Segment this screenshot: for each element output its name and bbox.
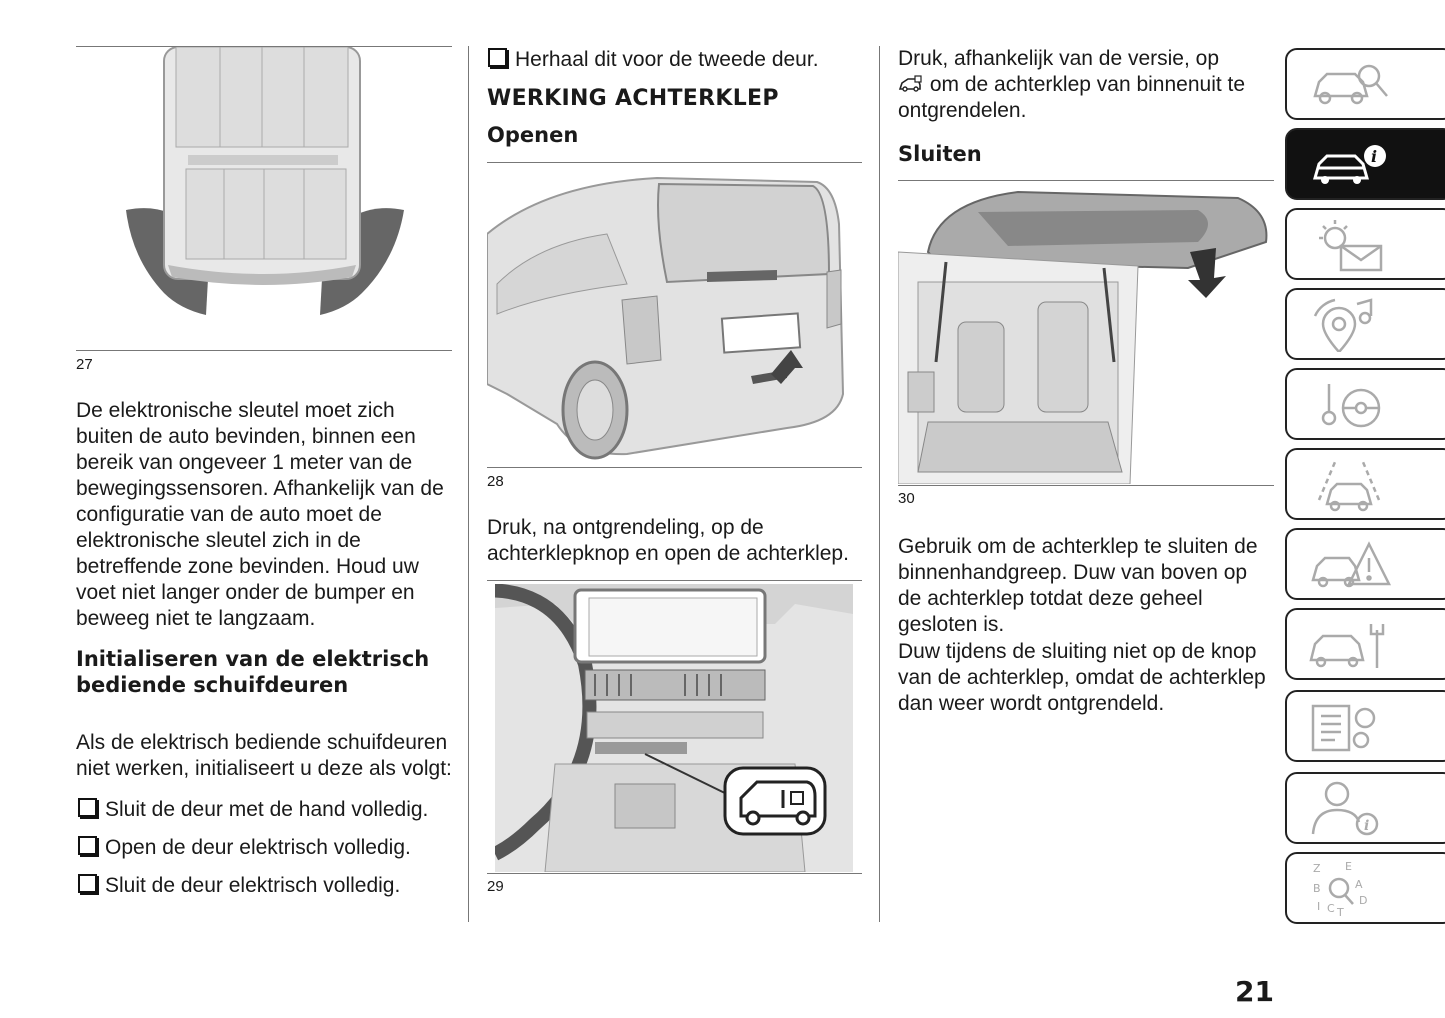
svg-text:T: T [1336, 906, 1344, 919]
svg-text:B: B [1313, 882, 1321, 895]
multimedia-navigation-icon [1313, 298, 1373, 352]
svg-text:C: C [1327, 902, 1335, 915]
tab-driver-assistance[interactable] [1285, 448, 1445, 520]
figure-29-dashboard-button [495, 584, 853, 872]
paragraph-sensor-range: De elektronische sleutel moet zich buite… [76, 399, 444, 630]
figure-rule [487, 580, 862, 581]
column-divider [468, 46, 469, 922]
step-item: Herhaal dit voor de tweede deur. [488, 47, 819, 73]
paragraph-warning-button: Duw tijdens de sluiting niet op de knop … [898, 640, 1266, 715]
step-item: Open de deur elektrisch volledig. [78, 835, 411, 861]
figure-number: 27 [76, 356, 93, 373]
tab-car-info[interactable]: i [1285, 128, 1445, 200]
figure-number: 30 [898, 490, 915, 507]
interior-release-icon [898, 74, 924, 92]
figure-27-van-top-view [120, 47, 410, 319]
figure-rule [898, 485, 1274, 486]
car-search-icon [1313, 64, 1388, 105]
user-info-icon: i [1311, 781, 1379, 836]
figure-30-open-tailgate-interior [898, 182, 1274, 484]
svg-text:E: E [1345, 860, 1352, 873]
column-divider [879, 46, 880, 922]
tab-maintenance[interactable] [1285, 608, 1445, 680]
tab-technical-data[interactable] [1285, 690, 1445, 762]
driving-steering-icon [1321, 384, 1381, 428]
subheading-opening: Openen [487, 123, 579, 147]
tab-user-info[interactable]: i [1285, 772, 1445, 844]
tab-driving[interactable] [1285, 368, 1445, 440]
heading-tailgate-operation: WERKING ACHTERKLEP [487, 86, 779, 111]
subheading-closing: Sluiten [898, 142, 982, 166]
svg-text:Z: Z [1313, 862, 1321, 875]
paragraph-intro: Als de elektrisch bediende schuifdeuren … [76, 731, 452, 780]
figure-number: 28 [487, 473, 504, 490]
car-info-icon: i [1313, 145, 1386, 184]
tab-emergency[interactable] [1285, 528, 1445, 600]
page-number: 21 [1235, 975, 1274, 1008]
light-message-icon [1319, 220, 1383, 272]
tab-multimedia-navigation[interactable] [1285, 288, 1445, 360]
svg-text:i: i [1371, 147, 1377, 166]
checkbox-bullet-icon [78, 874, 97, 893]
heading-initialize-sliding-doors: Initialiseren van de elektrisch bediende… [76, 647, 430, 697]
paragraph-close-tailgate: Gebruik om de achterklep te sluiten de b… [898, 535, 1258, 636]
technical-data-icon [1311, 704, 1376, 752]
paragraph-unlock-inside: Druk, afhankelijk van de versie, op om d… [898, 47, 1246, 122]
figure-28-van-rear-view [487, 164, 862, 466]
figure-rule [487, 467, 862, 468]
checkbox-bullet-icon [488, 48, 507, 67]
car-lane-icon [1317, 461, 1381, 512]
checkbox-bullet-icon [78, 836, 97, 855]
svg-text:A: A [1355, 878, 1363, 891]
step-item: Sluit de deur met de hand volledig. [78, 797, 428, 823]
figure-rule [487, 873, 862, 874]
svg-text:i: i [1364, 818, 1369, 834]
step-item: Sluit de deur elektrisch volledig. [78, 873, 400, 899]
paragraph-open-tailgate: Druk, na ontgrendeling, op de achterklep… [487, 516, 849, 565]
car-maintenance-icon [1309, 624, 1385, 668]
figure-rule [487, 162, 862, 163]
figure-rule [76, 350, 452, 351]
tab-car-search[interactable] [1285, 48, 1445, 120]
svg-text:D: D [1359, 894, 1367, 907]
figure-rule [898, 180, 1274, 181]
svg-text:I: I [1317, 900, 1320, 913]
tab-lights-messages[interactable] [1285, 208, 1445, 280]
checkbox-bullet-icon [78, 798, 97, 817]
figure-number: 29 [487, 878, 504, 895]
car-warning-icon [1311, 541, 1392, 588]
